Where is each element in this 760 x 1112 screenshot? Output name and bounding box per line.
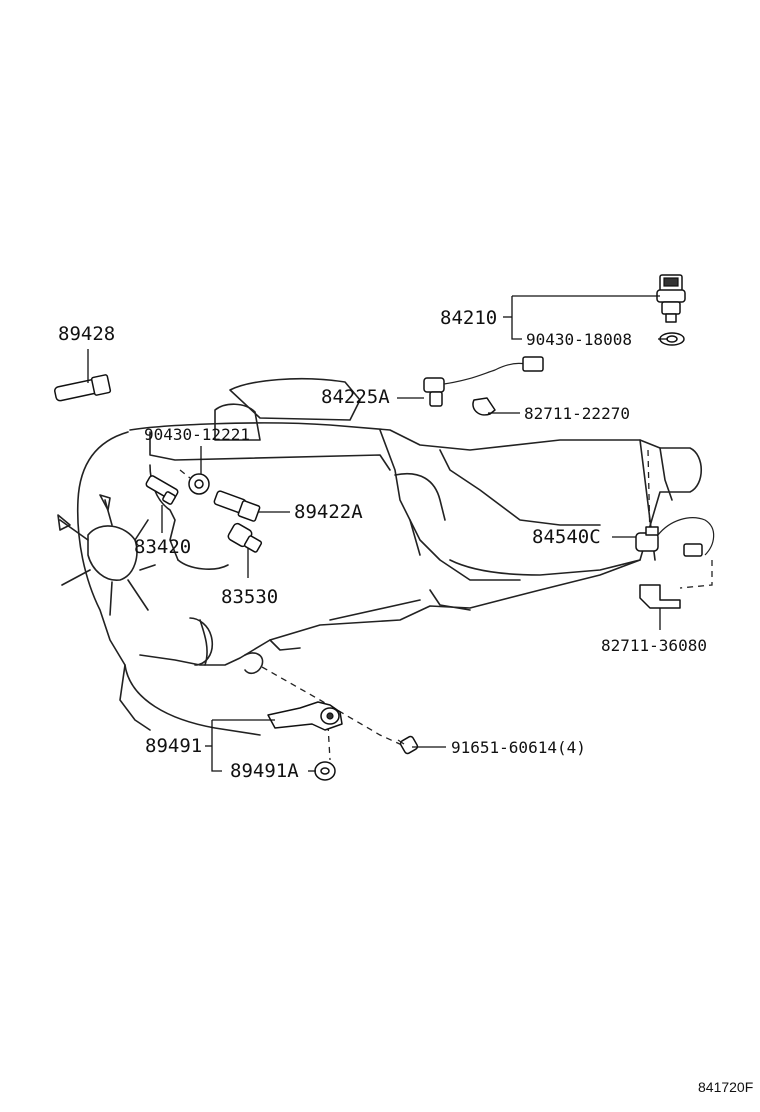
- gasket-icon: [188, 473, 210, 495]
- fan-icon: [57, 494, 156, 616]
- clamp-icon: [472, 397, 496, 416]
- part-label-89491A: 89491A: [230, 760, 299, 782]
- engine-block-icon: [76, 377, 703, 736]
- part-label-89428: 89428: [58, 323, 115, 345]
- part-label-84210: 84210: [440, 307, 497, 329]
- temperature-sensor-icon: [145, 475, 179, 505]
- diagram-id: 841720F: [698, 1079, 753, 1095]
- part-label-84540C: 84540C: [532, 526, 601, 548]
- bolt-icon: [397, 735, 419, 755]
- part-label-82711-36080: 82711-36080: [601, 636, 707, 655]
- part-label-83530: 83530: [221, 586, 278, 608]
- part-label-89491: 89491: [145, 735, 202, 757]
- part-label-84225A: 84225A: [321, 386, 390, 408]
- part-label-91651-60614: 91651-60614(4): [451, 738, 586, 757]
- temperature-sensor-icon: [423, 356, 544, 407]
- bracket-icon: [639, 584, 681, 609]
- oil-pressure-switch-icon: [656, 274, 686, 323]
- knock-sensor-icon: [267, 701, 343, 731]
- part-label-90430-12221: 90430-12221: [144, 425, 250, 444]
- part-label-83420: 83420: [134, 536, 191, 558]
- oil-pressure-switch-icon: [227, 522, 263, 553]
- temperature-sensor-icon: [635, 517, 715, 557]
- temperature-sensor-icon: [54, 374, 112, 402]
- gasket-icon: [314, 761, 336, 781]
- part-label-90430-18008: 90430-18008: [526, 330, 632, 349]
- part-label-82711-22270: 82711-22270: [524, 404, 630, 423]
- part-label-89422A: 89422A: [294, 501, 363, 523]
- temperature-sensor-icon: [213, 490, 261, 522]
